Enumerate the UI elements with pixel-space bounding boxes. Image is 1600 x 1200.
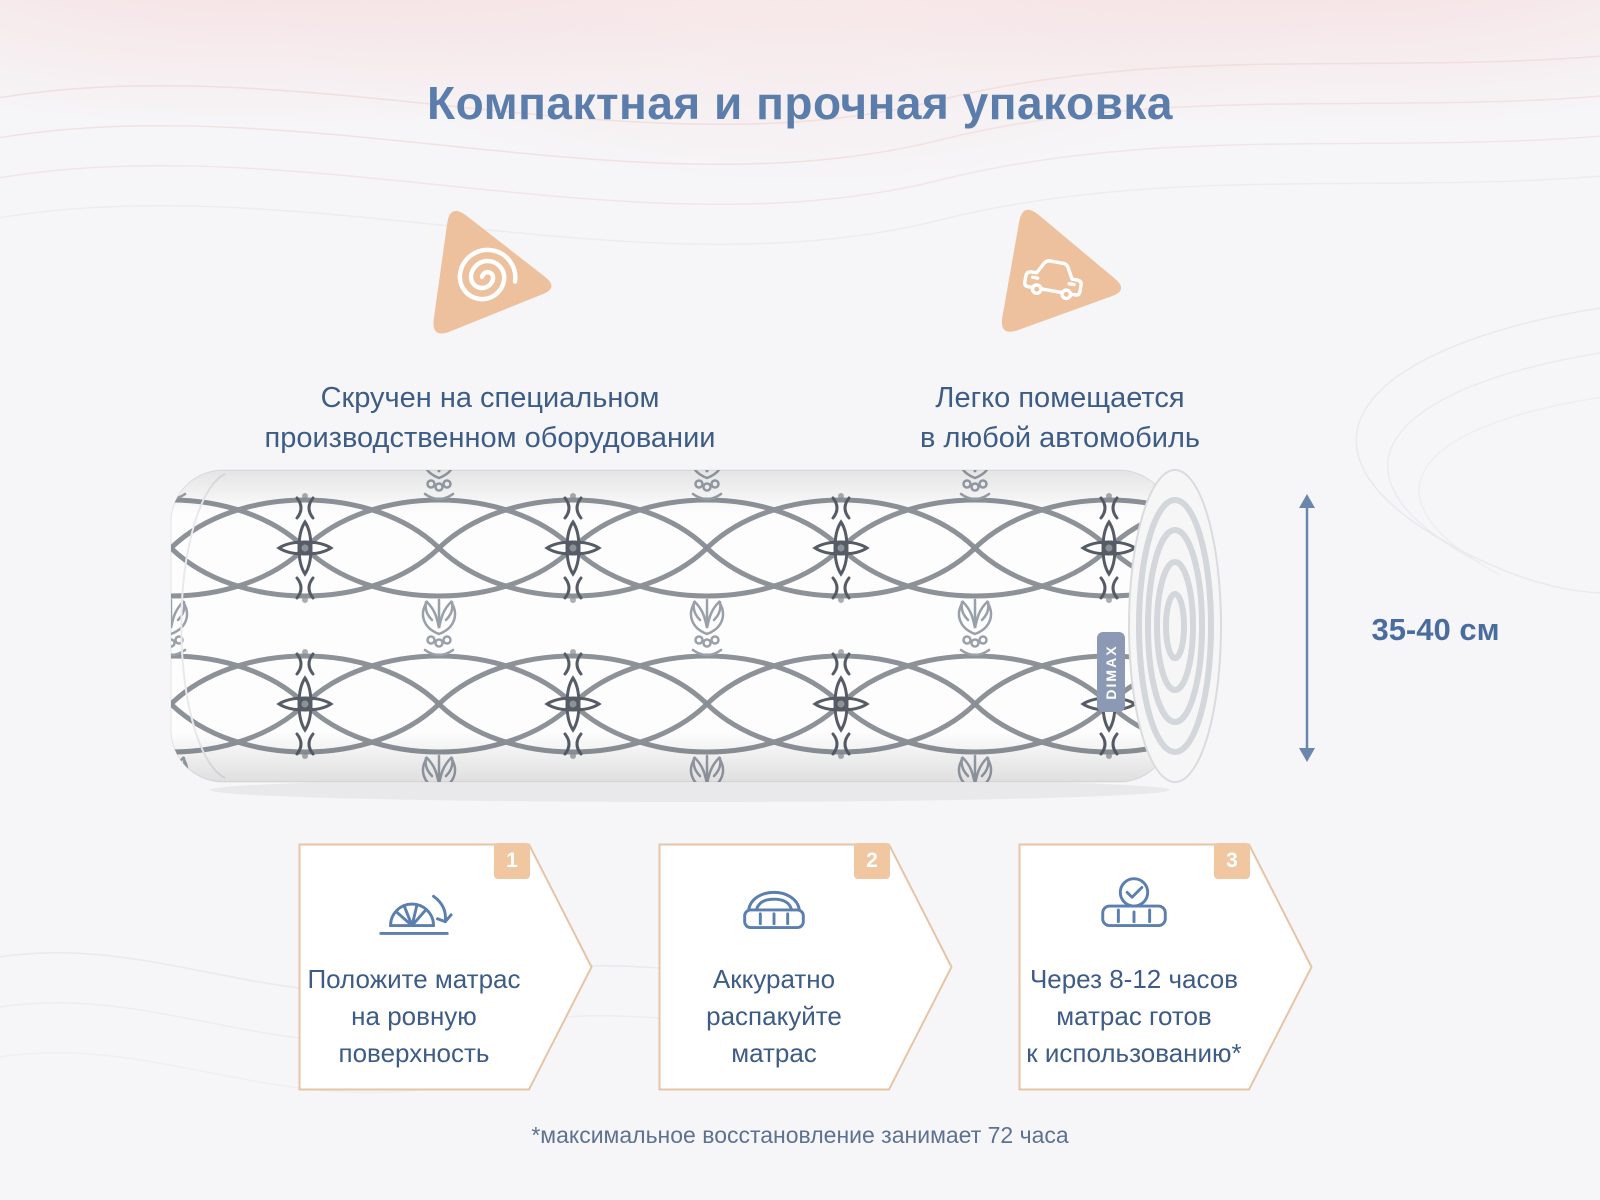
feature-text-car: Легко помещается в любой автомобиль — [810, 378, 1310, 458]
footnote: *максимальное восстановление занимает 72… — [531, 1122, 1069, 1148]
play-shape-left — [210, 192, 770, 364]
car-icon — [1001, 209, 1122, 332]
step-text: Положите матрас на ровную поверхность — [298, 961, 530, 1072]
height-dimension-label: 35-40 см — [1371, 612, 1500, 647]
unpack-mattress-icon — [658, 865, 890, 951]
page-title: Компактная и прочная упаковка — [427, 77, 1173, 129]
feature-text-rolled: Скручен на специальном производственном … — [210, 378, 770, 458]
step-1: 1 Положите матрас на ровную поверхность — [298, 843, 593, 1091]
feature-line: Скручен на специальном — [320, 382, 660, 414]
feature-fits-car: Легко помещается в любой автомобиль — [810, 192, 1310, 458]
feature-line: производственном оборудовании — [264, 422, 716, 454]
step-line: Через 8-12 часов — [1029, 964, 1239, 994]
feature-rolled-equipment: Скручен на специальном производственном … — [210, 192, 770, 458]
step-number-badge: 2 — [854, 843, 890, 879]
step-line: матрас готов — [1056, 1001, 1212, 1031]
step-arrow-shape — [658, 843, 953, 1091]
play-shape-right — [810, 192, 1310, 364]
step-number-badge: 1 — [494, 843, 530, 879]
mattress-roll-image: DIMAX — [165, 460, 1240, 805]
step-line: к использованию* — [1026, 1038, 1242, 1068]
step-arrow-shape — [1018, 843, 1313, 1091]
step-text: Аккуратно распакуйте матрас — [658, 961, 890, 1072]
step-line: Аккуратно — [712, 964, 836, 994]
spiral-icon — [433, 210, 552, 334]
step-3: 3 Через 8-12 часов матрас готов к исполь… — [1018, 843, 1313, 1091]
dimax-label: DIMAX — [1097, 632, 1125, 712]
step-line: поверхность — [338, 1038, 490, 1068]
step-text: Через 8-12 часов матрас готов к использо… — [1018, 961, 1250, 1072]
step-line: Положите матрас — [307, 964, 521, 994]
step-line: распакуйте — [706, 1001, 842, 1031]
unroll-surface-icon — [298, 865, 530, 951]
feature-line: в любой автомобиль — [919, 422, 1201, 454]
step-arrow-shape — [298, 843, 593, 1091]
step-line: матрас — [731, 1038, 817, 1068]
dimax-label-text: DIMAX — [1103, 644, 1119, 699]
feature-line: Легко помещается — [935, 382, 1185, 414]
mattress-ready-icon — [1018, 865, 1250, 951]
step-2: 2 Аккуратно распакуйте матрас — [658, 843, 953, 1091]
step-number-badge: 3 — [1214, 843, 1250, 879]
height-arrow — [1299, 494, 1315, 762]
step-line: на ровную — [351, 1001, 477, 1031]
roll-spiral-end — [1128, 469, 1222, 783]
